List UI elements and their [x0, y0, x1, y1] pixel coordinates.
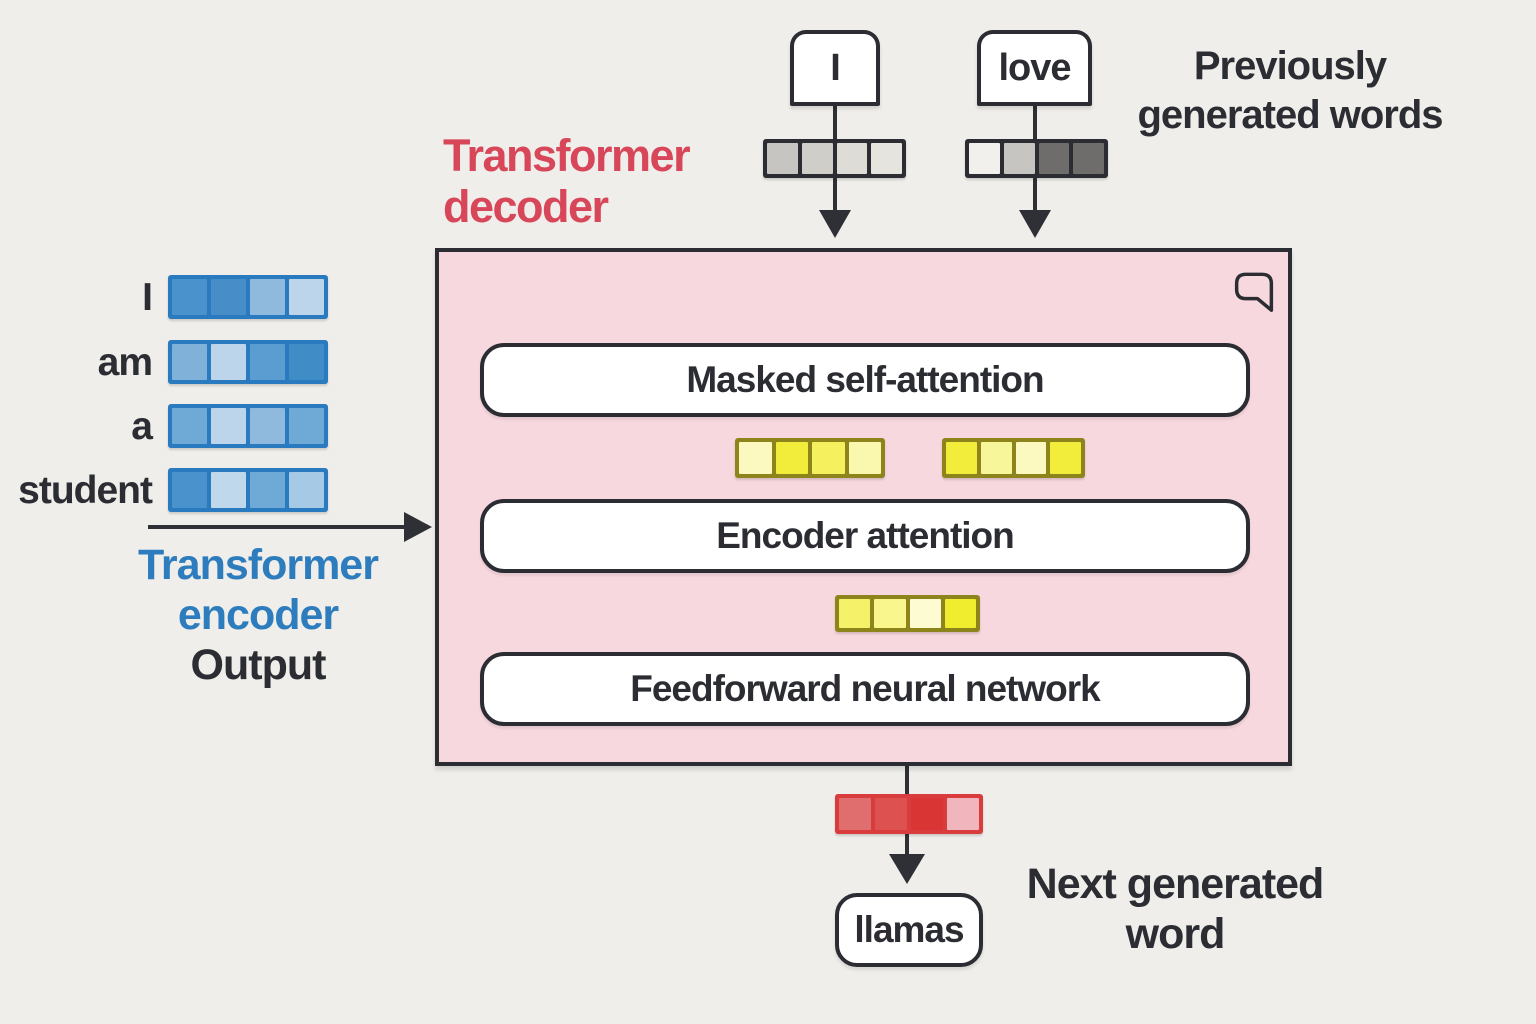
- embedding-strip-token-love: [965, 139, 1108, 178]
- embedding-cell: [1038, 143, 1070, 174]
- caption-line: Next generated: [1026, 860, 1325, 908]
- token-label: llamas: [854, 909, 964, 950]
- token-label: I: [830, 46, 841, 89]
- embedding-cell: [250, 472, 285, 508]
- embedding-cell: [801, 143, 833, 174]
- layer-label: Encoder attention: [716, 515, 1015, 556]
- previously-generated-caption: Previously generated words: [1120, 42, 1460, 140]
- token-box-i: I: [790, 30, 880, 106]
- title-line: Transformer: [443, 130, 691, 181]
- embedding-strip-yellow-left: [735, 438, 885, 478]
- embedding-strip-token-i: [763, 139, 906, 178]
- embedding-cell: [1073, 143, 1104, 174]
- embedding-cell: [289, 472, 324, 508]
- encoder-word-a: a: [131, 405, 153, 448]
- embedding-strip-yellow-center: [835, 595, 980, 632]
- arrow-down-icon: [889, 854, 925, 884]
- encoder-word-i: I: [142, 276, 153, 319]
- embedding-cell: [289, 344, 324, 380]
- embedding-strip-enc-am: [168, 340, 328, 384]
- embedding-cell: [874, 599, 906, 628]
- embedding-cell: [250, 279, 285, 315]
- embedding-strip-yellow-right: [942, 438, 1085, 478]
- embedding-cell: [909, 599, 941, 628]
- embedding-cell: [839, 798, 871, 830]
- embedding-cell: [172, 408, 207, 444]
- embedding-cell: [767, 143, 798, 174]
- embedding-cell: [1050, 442, 1081, 474]
- token-label: love: [998, 46, 1071, 89]
- arrow-line-encoder-to-decoder: [148, 525, 410, 529]
- caption-line: Previously: [1193, 44, 1387, 88]
- embedding-cell: [946, 442, 977, 474]
- embedding-strip-enc-student: [168, 468, 328, 512]
- encoder-word-student: student: [18, 469, 153, 512]
- embedding-cell: [848, 442, 881, 474]
- embedding-cell: [839, 599, 871, 628]
- embedding-cell: [289, 408, 324, 444]
- embedding-cell: [1003, 143, 1035, 174]
- embedding-strip-enc-a: [168, 404, 328, 448]
- token-box-llamas: llamas: [835, 893, 983, 967]
- embedding-cell: [250, 344, 285, 380]
- layer-label: Masked self-attention: [686, 359, 1044, 400]
- embedding-cell: [211, 279, 246, 315]
- embedding-cell: [875, 798, 907, 830]
- embedding-cell: [812, 442, 845, 474]
- embedding-cell: [250, 408, 285, 444]
- embedding-cell: [944, 599, 976, 628]
- embedding-cell: [289, 279, 324, 315]
- transformer-decoder-title: Transformer decoder: [443, 130, 763, 233]
- embedding-cell: [1015, 442, 1047, 474]
- embedding-cell: [871, 143, 902, 174]
- next-generated-caption: Next generated word: [1000, 860, 1350, 960]
- masked-self-attention-layer: Masked self-attention: [480, 343, 1250, 417]
- arrow-down-icon: [1019, 210, 1051, 238]
- token-box-love: love: [977, 30, 1092, 106]
- embedding-strip-enc-i: [168, 275, 328, 319]
- title-line: decoder: [443, 181, 609, 233]
- caption-line: Output: [190, 640, 327, 689]
- caption-line: generated words: [1137, 92, 1443, 137]
- embedding-strip-output: [835, 794, 983, 834]
- embedding-cell: [172, 472, 207, 508]
- caption-line-blue: encoder: [177, 590, 339, 639]
- embedding-cell: [211, 408, 246, 444]
- speech-bubble-icon: [1234, 272, 1274, 312]
- encoder-word-am: am: [97, 341, 153, 384]
- embedding-cell: [172, 344, 207, 380]
- embedding-cell: [911, 798, 943, 830]
- embedding-cell: [172, 279, 207, 315]
- encoder-attention-layer: Encoder attention: [480, 499, 1250, 573]
- feedforward-layer: Feedforward neural network: [480, 652, 1250, 726]
- embedding-cell: [836, 143, 868, 174]
- embedding-cell: [211, 344, 246, 380]
- embedding-cell: [980, 442, 1012, 474]
- embedding-cell: [739, 442, 772, 474]
- arrow-down-icon: [819, 210, 851, 238]
- layer-label: Feedforward neural network: [630, 668, 1100, 709]
- caption-line-blue: Transformer: [138, 541, 379, 589]
- embedding-cell: [775, 442, 808, 474]
- transformer-encoder-caption: Transformer encoder Output: [108, 541, 408, 691]
- arrow-right-icon: [404, 512, 432, 542]
- embedding-cell: [211, 472, 246, 508]
- caption-line: word: [1125, 909, 1226, 958]
- embedding-cell: [947, 798, 979, 830]
- embedding-cell: [969, 143, 1000, 174]
